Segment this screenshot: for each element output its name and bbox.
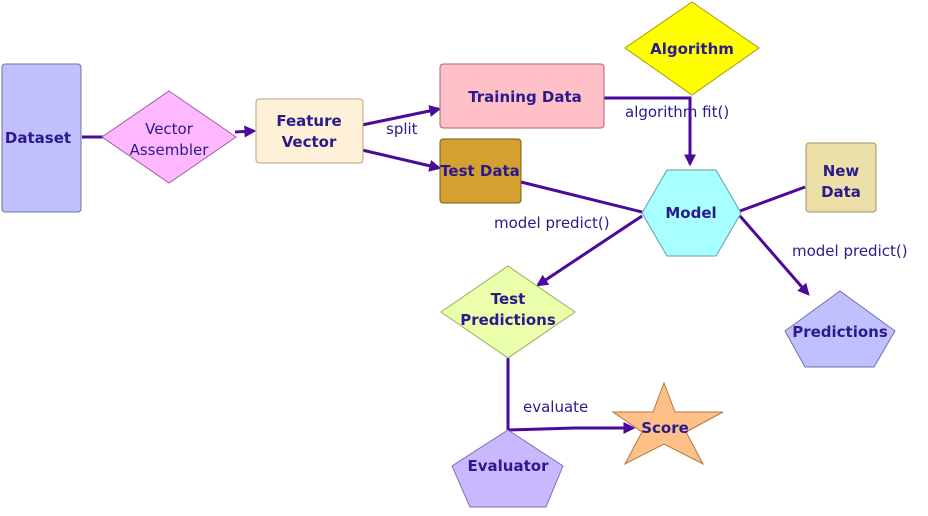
algorithm-label: Algorithm	[650, 40, 734, 58]
score-node[interactable]: Score	[611, 381, 724, 466]
dataset-label: Dataset	[5, 129, 71, 147]
evaluate-label: evaluate	[523, 398, 588, 416]
edge-test-model	[520, 180, 643, 214]
vector-assembler-node[interactable]: Vector Assembler	[101, 90, 237, 184]
edge-evaluator-score	[507, 422, 636, 434]
training-data-node[interactable]: Training Data	[439, 63, 605, 129]
edge-training-model	[604, 96, 696, 167]
evaluator-label: Evaluator	[468, 457, 550, 475]
test-predictions-label-line2: Predictions	[460, 311, 556, 329]
score-label: Score	[641, 419, 689, 437]
feature-vector-node[interactable]: Feature Vector	[255, 98, 364, 164]
test-data-node[interactable]: Test Data	[439, 138, 522, 204]
vector-assembler-label-line2: Assembler	[130, 141, 210, 159]
model-node[interactable]: Model	[641, 169, 742, 257]
edge-model-test-predictions	[536, 214, 643, 287]
edge-assembler-feature-vector	[234, 125, 257, 138]
feature-vector-label-line2: Vector	[282, 133, 337, 151]
algorithm-node[interactable]: Algorithm	[624, 1, 760, 96]
predictions-node[interactable]: Predictions	[784, 290, 896, 368]
feature-vector-label-line1: Feature	[276, 112, 341, 130]
edge-newdata-model	[739, 185, 806, 213]
edge-model-predictions	[738, 215, 810, 296]
new-data-label-line1: New	[823, 162, 860, 180]
test-predictions-label-line1: Test	[491, 290, 526, 308]
evaluator-node[interactable]: Evaluator	[451, 429, 564, 508]
model-predict-right-label: model predict()	[792, 242, 908, 260]
predictions-label: Predictions	[792, 323, 888, 341]
dataset-node[interactable]: Dataset	[1, 63, 82, 213]
algorithm-fit-label: algorithm fit()	[625, 103, 729, 121]
new-data-label-line2: Data	[821, 183, 861, 201]
model-label: Model	[665, 204, 716, 222]
new-data-node[interactable]: New Data	[805, 142, 877, 213]
model-predict-left-label: model predict()	[494, 214, 610, 232]
training-data-label: Training Data	[468, 88, 582, 106]
edge-feature-vector-test	[361, 148, 442, 172]
edges	[82, 96, 810, 434]
test-data-label: Test Data	[440, 162, 520, 180]
edge-feature-vector-training	[361, 105, 442, 127]
split-label: split	[386, 120, 418, 138]
vector-assembler-label-line1: Vector	[145, 120, 194, 138]
test-predictions-node[interactable]: Test Predictions	[440, 265, 576, 359]
